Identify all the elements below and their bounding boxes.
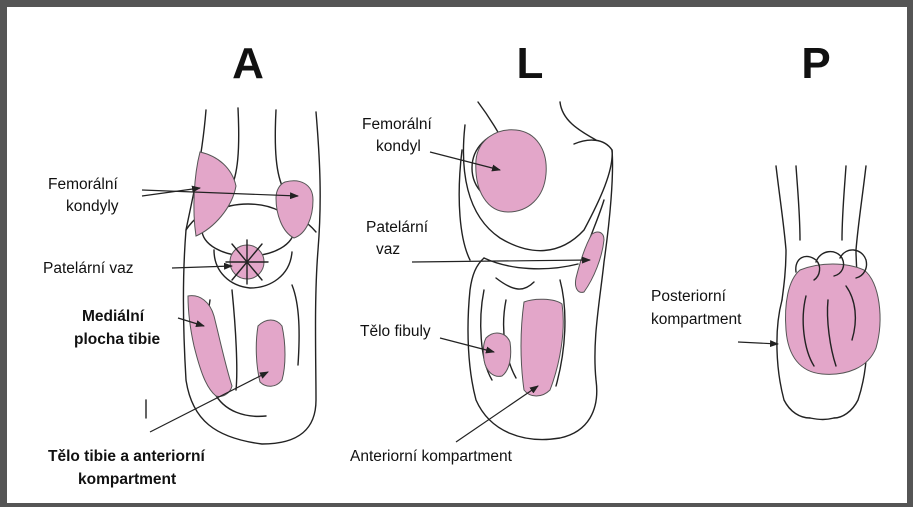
anterior-view-letter: A: [232, 39, 264, 88]
anterior-knee-outline: [146, 108, 320, 444]
anterior-tibia-label-line2: kompartment: [78, 471, 176, 488]
lateral-view: L Femorální kondyl Patelární vaz: [350, 39, 613, 465]
anterior-femoral-condyle-right: [194, 152, 236, 236]
lateral-patellar-label-line2: vaz: [376, 241, 400, 258]
anterior-tibia-label-line1: Tělo tibie a anteriorní: [48, 448, 205, 465]
lateral-anterior-label: Anteriorní kompartment: [350, 448, 513, 465]
posterior-compartment-label-line2: kompartment: [651, 311, 742, 328]
anterior-patellar-label: Patelární vaz: [43, 260, 133, 277]
anterior-ligament-fibers: [226, 240, 268, 284]
anterior-medial-tibia-surface: [188, 296, 232, 397]
posterior-labels: Posteriorní kompartment: [651, 288, 742, 328]
anterior-femoral-condyle-left: [276, 181, 313, 238]
lateral-fibula-label: Tělo fibuly: [360, 323, 431, 340]
anterior-femoral-label-line2: kondyly: [66, 198, 119, 215]
anterior-femoral-label-line1: Femorální: [48, 176, 118, 193]
lateral-patellar-label-line1: Patelární: [366, 219, 429, 236]
lateral-femoral-condyle: [476, 130, 546, 212]
posterior-view: P Posteriorní kompartment: [651, 39, 880, 420]
lateral-femoral-label-line2: kondyl: [376, 138, 421, 155]
anterior-labels: Femorální kondyly Patelární vaz Mediální…: [43, 176, 205, 488]
anterior-view: A Femorální: [43, 39, 320, 488]
posterior-compartment-label-line1: Posteriorní: [651, 288, 727, 305]
lateral-fibula-body: [483, 333, 510, 376]
posterior-pointer-arrow: [738, 342, 778, 344]
anterior-medial-label-line2: plocha tibie: [74, 331, 161, 348]
posterior-compartment: [786, 264, 880, 374]
lateral-patellar-ligament: [575, 232, 604, 292]
posterior-view-letter: P: [801, 39, 830, 88]
anterior-highlights: [188, 152, 313, 397]
anterior-medial-label-line1: Mediální: [82, 308, 145, 325]
lateral-femoral-label-line1: Femorální: [362, 116, 432, 133]
lateral-view-letter: L: [517, 39, 544, 88]
